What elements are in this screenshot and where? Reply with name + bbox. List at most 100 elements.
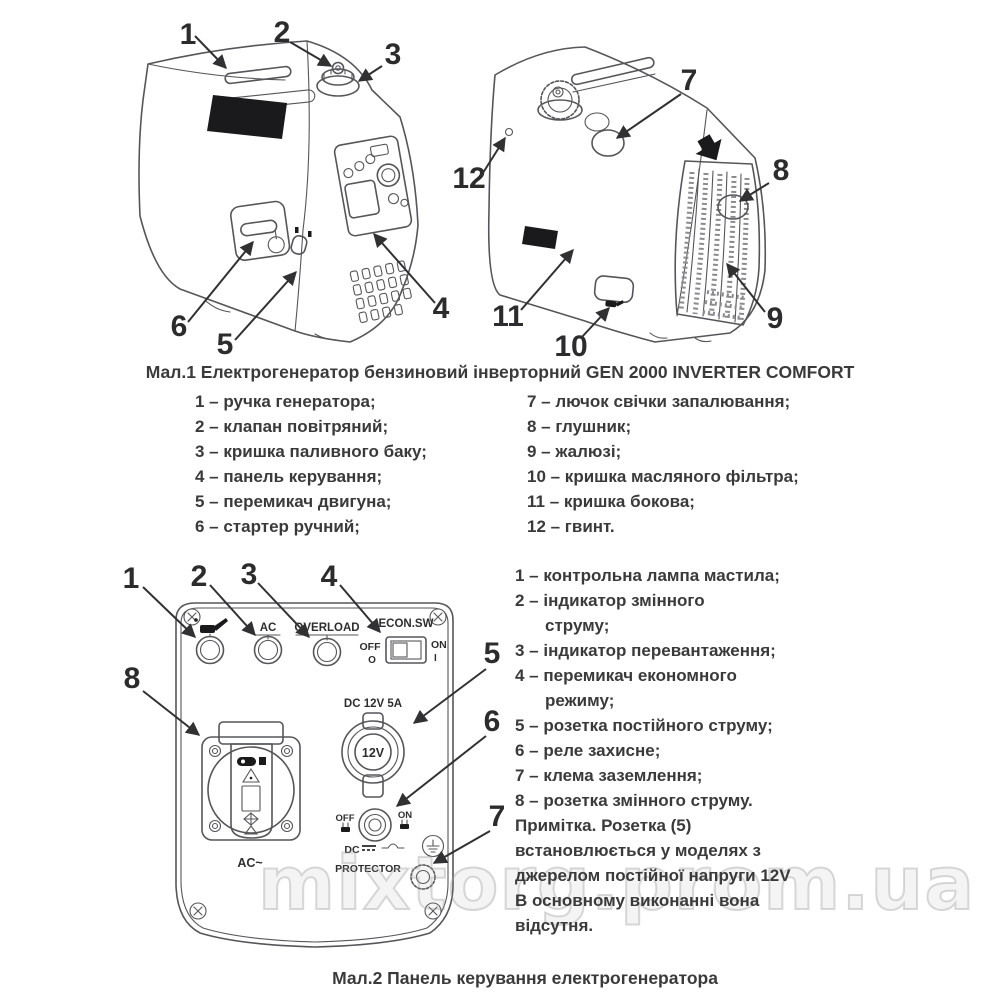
oil-warning-lamp: [195, 635, 225, 665]
callout-7: 7: [681, 64, 698, 97]
callout-4: 4: [433, 292, 450, 325]
legend-note-line: джерелом постійної напруги 12V: [515, 866, 791, 885]
list-item: 4 – панель керування;: [195, 467, 383, 486]
rear-handle-slot: [570, 56, 655, 86]
dc-protector-button: [358, 808, 392, 842]
legend-line: 4 – перемикач економного: [515, 666, 737, 685]
callout-1: 1: [123, 562, 140, 595]
fig2-panel-drawing: AC OVERLOAD ECON.SW OFF O ON I: [123, 558, 506, 948]
list-item: 8 – глушник;: [527, 417, 632, 436]
callout-6: 6: [171, 310, 188, 343]
list-item: 11 – кришка бокова;: [527, 492, 695, 511]
callout-11: 11: [492, 300, 524, 333]
spark-plug-hatch: [591, 129, 625, 157]
ground-symbol-icon: [421, 834, 445, 858]
direction-arrow-icon: [695, 134, 722, 161]
overload-label: OVERLOAD: [294, 622, 359, 634]
econ-on-symbol: I: [434, 653, 437, 664]
vent-grille: [349, 260, 412, 324]
engine-switch: [290, 227, 312, 255]
generator-body-front: [138, 40, 419, 343]
ac-outlet-label: AC~: [237, 856, 262, 870]
fig2-legend: 1 – контрольна лампа мастила; 2 – індика…: [515, 563, 791, 938]
ac-socket-flap: [218, 721, 284, 839]
legend-note-line: встановлюється у моделях з: [515, 841, 762, 860]
side-control-panel: [333, 135, 413, 237]
list-item: 9 – жалюзі;: [527, 442, 622, 461]
ground-terminal: [410, 864, 436, 890]
oil-filter-cover: [593, 275, 635, 308]
fig2-callouts: 1 2 3 4 5 6 7 8: [123, 558, 506, 864]
list-item: 10 – кришка масляного фільтра;: [527, 467, 799, 486]
callout-12: 12: [452, 162, 485, 195]
oil-lamp-icon: [194, 618, 228, 638]
ac-indicator-lamp: [253, 635, 283, 665]
protector-off-label: OFF: [336, 813, 355, 824]
muffler-outlet: [717, 194, 749, 220]
front-label: [207, 95, 287, 139]
louver-grille: [674, 160, 761, 326]
lower-grille: [702, 290, 746, 320]
callout-1: 1: [180, 18, 197, 51]
legend-line: струму;: [545, 616, 610, 635]
callout-3: 3: [385, 38, 402, 71]
fig1-right-callouts: 7 8 9 10 11 12: [452, 64, 789, 363]
side-label: [522, 226, 558, 249]
air-valve-knob: [331, 61, 345, 75]
fig1-parts-list-left: 1 – ручка генератора; 2 – клапан повітря…: [195, 389, 427, 539]
callout-8: 8: [124, 662, 141, 695]
legend-line: 2 – індикатор змінного: [515, 591, 705, 610]
callout-6: 6: [484, 705, 501, 738]
starter-handle: [240, 219, 278, 237]
list-item: 12 – гвинт.: [527, 517, 615, 536]
fuel-cap-and-air-valve: [316, 61, 360, 97]
handle-slot: [224, 65, 292, 85]
callout-2: 2: [274, 16, 291, 49]
legend-line: 1 – контрольна лампа мастила;: [515, 566, 780, 585]
dc-label: DC: [344, 844, 360, 856]
list-item: 3 – кришка паливного баку;: [195, 442, 427, 461]
ac-label: AC: [260, 622, 277, 634]
legend-line: 6 – реле захисне;: [515, 741, 661, 760]
protector-label: PROTECTOR: [335, 863, 401, 875]
list-item: 1 – ручка генератора;: [195, 392, 376, 411]
legend-line: 5 – розетка постійного струму;: [515, 716, 773, 735]
fig1-caption: Мал.1 Електрогенератор бензиновий інверт…: [145, 362, 855, 382]
list-item: 2 – клапан повітряний;: [195, 417, 389, 436]
legend-line: режиму;: [545, 691, 615, 710]
econ-off-symbol: O: [368, 655, 376, 666]
fig2-caption: Мал.2 Панель керування електрогенератора: [332, 968, 718, 988]
callout-4: 4: [321, 560, 338, 593]
dc-12v-socket: 12V: [341, 712, 405, 798]
protector-on-label: ON: [398, 810, 412, 821]
econ-on-label: ON: [431, 639, 447, 651]
recoil-starter: [229, 200, 291, 261]
callout-3: 3: [241, 558, 258, 591]
dc-rating-label: DC 12V 5A: [344, 698, 402, 710]
rear-fuel-cap: [537, 80, 610, 132]
legend-note-line: Примітка. Розетка (5): [515, 816, 692, 835]
fig1-parts-list-right: 7 – лючок свічки запалювання; 8 – глушни…: [527, 389, 799, 539]
callout-9: 9: [767, 302, 784, 335]
generator-body-rear: [487, 46, 767, 343]
callout-7: 7: [489, 800, 506, 833]
econ-sw-label: ECON.SW: [379, 618, 434, 630]
callout-2: 2: [191, 560, 208, 593]
legend-note-line: В основному виконанні вона: [515, 891, 760, 910]
callout-8: 8: [773, 154, 790, 187]
legend-line: 8 – розетка змінного струму.: [515, 791, 753, 810]
callout-5: 5: [484, 637, 501, 670]
overload-indicator-lamp: [312, 637, 342, 667]
list-item: 6 – стартер ручний;: [195, 517, 360, 536]
dc-symbol-icon: [362, 843, 405, 851]
callout-5: 5: [217, 328, 234, 360]
econ-switch: [385, 636, 427, 664]
twelve-v-label: 12V: [362, 746, 385, 760]
ac-socket: AC~: [201, 721, 301, 870]
legend-note-line: відсутня.: [515, 916, 594, 935]
econ-off-label: OFF: [360, 641, 382, 653]
side-screw: [504, 127, 514, 137]
protector-off-plug-icon: [341, 822, 350, 832]
fig1-right-drawing: 7 8 9 10 11 12: [452, 46, 789, 363]
